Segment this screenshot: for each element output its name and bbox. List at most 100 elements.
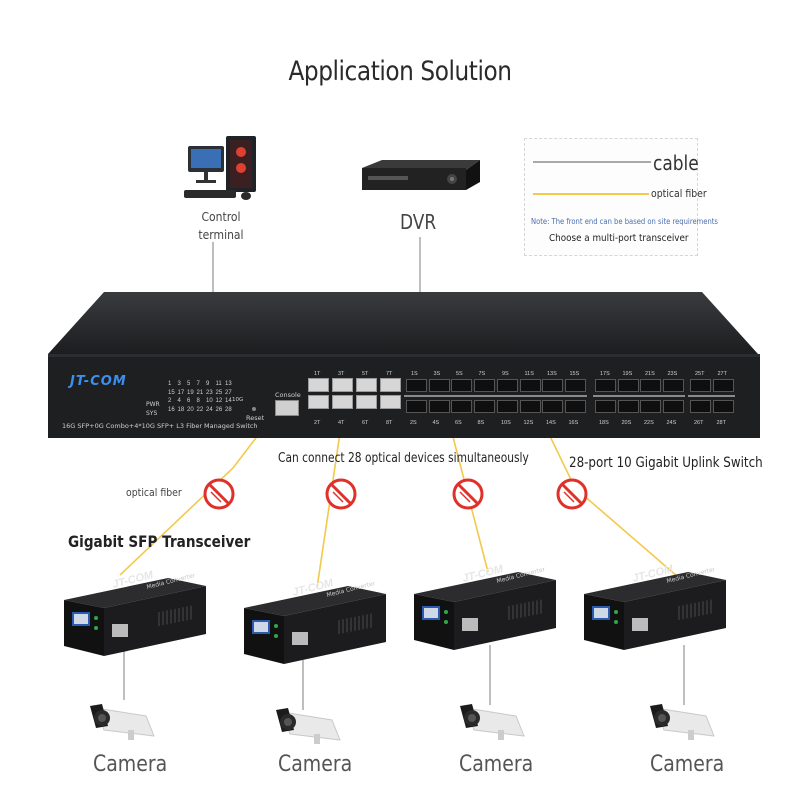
sfp-port[interactable] — [617, 379, 639, 392]
sfp-port[interactable] — [519, 379, 541, 392]
port-label: 24S — [666, 420, 677, 426]
dvr-icon — [362, 160, 480, 190]
camera-icon — [88, 702, 160, 744]
led-number: 26 — [215, 406, 223, 413]
port-label: 19S — [622, 371, 633, 377]
console-label: Console — [275, 391, 301, 399]
led-number: 24 — [206, 406, 213, 413]
legend-box: cable optical fiber Note: The front end … — [524, 138, 718, 256]
sys-label: SYS — [146, 410, 158, 417]
sfp-port[interactable] — [406, 379, 427, 392]
sfp-port[interactable] — [428, 400, 450, 413]
camera-body-icon — [650, 704, 715, 740]
sfp-port[interactable] — [564, 379, 586, 392]
camera-icon — [458, 702, 530, 744]
switch-model-text: 16G SFP+0G Combo+4*10G SFP+ L3 Fiber Man… — [62, 422, 258, 430]
camera-label: Camera — [278, 752, 353, 777]
legend-fiber-swatch — [533, 193, 649, 195]
reset-button[interactable] — [252, 407, 256, 411]
control-terminal-icon — [184, 136, 256, 200]
camera-label: Camera — [650, 752, 725, 777]
caption-sfp-transceiver: Gigabit SFP Transceiver — [68, 532, 251, 551]
fiber-1 — [119, 429, 263, 576]
sfp-port[interactable] — [690, 400, 711, 413]
sfp-divider — [404, 395, 496, 397]
led-number: 17 — [177, 389, 185, 396]
sfp-port[interactable] — [640, 379, 661, 392]
rj45-port[interactable] — [308, 378, 329, 392]
sfp-port[interactable] — [428, 379, 450, 392]
console-port[interactable] — [275, 400, 299, 416]
sfp-port[interactable] — [519, 400, 541, 413]
led-number: 12 — [215, 398, 223, 404]
sfp-port[interactable] — [542, 379, 563, 392]
control-terminal-text: Control terminal — [198, 210, 244, 242]
rj45-port[interactable] — [308, 395, 329, 409]
sfp-port[interactable] — [617, 400, 639, 413]
led-number: 11 — [215, 381, 222, 387]
led-number: 5 — [187, 381, 191, 387]
port-label: 25T — [695, 371, 705, 377]
sfp-port[interactable] — [712, 379, 734, 392]
sfp-port[interactable] — [640, 400, 661, 413]
sfp-port[interactable] — [406, 400, 427, 413]
led-number: 23 — [206, 389, 213, 396]
sfp-port[interactable] — [595, 379, 616, 392]
port-label: 5T — [362, 371, 369, 377]
switch-brand-logo: JT-COM — [70, 374, 127, 389]
camera-body-icon — [90, 704, 155, 740]
camera-icon — [648, 702, 720, 744]
led-number: 8 — [196, 398, 200, 404]
media-converter-body-icon — [414, 572, 556, 650]
rj45-port[interactable] — [356, 395, 377, 409]
led-number: 2 — [168, 398, 172, 404]
sfp-port[interactable] — [690, 379, 711, 392]
sfp-port[interactable] — [451, 400, 472, 413]
led-number: 16 — [168, 406, 175, 413]
rj45-port[interactable] — [332, 395, 353, 409]
led-number: 19 — [187, 389, 194, 396]
rj45-port[interactable] — [332, 378, 353, 392]
port-label: 10S — [501, 420, 511, 426]
sfp-port[interactable] — [451, 379, 472, 392]
fiber-2 — [316, 432, 341, 589]
sfp-port[interactable] — [473, 379, 495, 392]
sfp-port[interactable] — [473, 400, 495, 413]
port-label: 12S — [523, 420, 534, 426]
port-label: 22S — [644, 420, 654, 426]
sfp-port[interactable] — [497, 400, 518, 413]
port-label: 3S — [433, 371, 441, 377]
sfp-port[interactable] — [662, 379, 684, 392]
led-number: 22 — [196, 406, 204, 413]
camera-label: Camera — [93, 752, 168, 777]
led-10g-label: 10G — [232, 397, 244, 403]
caption-optical-fiber: optical fiber — [126, 486, 182, 499]
port-label: 2T — [314, 420, 321, 426]
sfp-port[interactable] — [662, 400, 684, 413]
led-number: 15 — [168, 389, 175, 396]
port-label: 1T — [314, 371, 321, 377]
sfp-port[interactable] — [595, 400, 616, 413]
led-number: 4 — [177, 398, 181, 404]
rj45-port[interactable] — [380, 378, 401, 392]
port-label: 9S — [502, 371, 509, 377]
port-label: 23S — [667, 371, 678, 377]
rj45-port[interactable] — [356, 378, 377, 392]
media-converter-body-icon — [584, 572, 726, 650]
led-number: 3 — [177, 381, 181, 387]
sfp-port[interactable] — [497, 379, 518, 392]
no-sign-icon — [325, 478, 357, 510]
sfp-port[interactable] — [542, 400, 563, 413]
rj45-port[interactable] — [380, 395, 401, 409]
page-title: Application Solution — [288, 56, 512, 87]
sfp-port[interactable] — [564, 400, 586, 413]
port-label: 3T — [338, 371, 345, 377]
port-label: 17S — [600, 371, 610, 377]
port-label: 6S — [455, 420, 462, 426]
sfp-port[interactable] — [712, 400, 734, 413]
